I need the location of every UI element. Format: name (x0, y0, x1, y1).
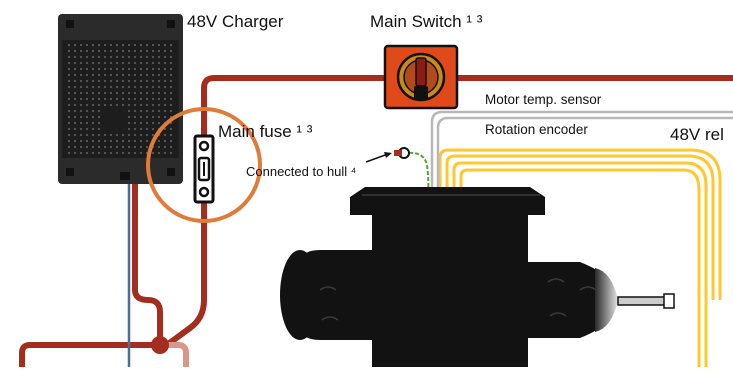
hull-connection-label: Connected to hull ⁴ (246, 164, 357, 179)
power-cables (19, 75, 733, 370)
ground-wire (365, 147, 430, 197)
main-switch (383, 44, 459, 110)
charger-device (58, 14, 183, 184)
junction-dot (151, 336, 169, 354)
main-fuse-label: Main fuse ¹ ³ (218, 122, 313, 141)
relay-label: 48V rel (670, 125, 724, 144)
return-cable (160, 342, 189, 367)
signal-cables (438, 148, 722, 367)
motor (280, 187, 675, 367)
sensor-cables (430, 110, 733, 196)
motor-temp-sensor-label: Motor temp. sensor (485, 92, 602, 107)
main-switch-label: Main Switch ¹ ³ (370, 12, 483, 31)
fuse-holder (193, 134, 215, 204)
charger-label: 48V Charger (187, 12, 284, 31)
fuse-highlight-circle (146, 107, 262, 223)
rotation-encoder-label: Rotation encoder (485, 122, 588, 137)
